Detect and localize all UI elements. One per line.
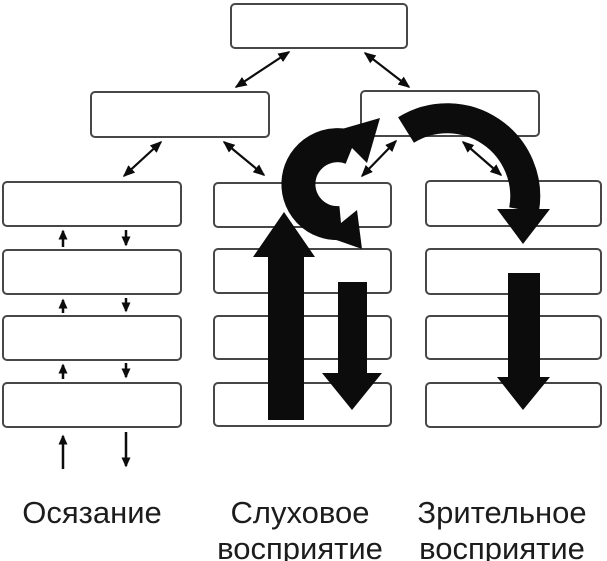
- label-visual-line2: восприятие: [419, 531, 585, 561]
- label-touch: Осязание: [0, 495, 184, 531]
- curved-bidirectional-arrow-auditory-midright: [281, 118, 380, 249]
- box-touch-row4: [2, 382, 182, 428]
- big-up-arrow-auditory: [253, 212, 315, 420]
- label-auditory-line1: Слуховое: [230, 495, 370, 530]
- curved-down-arrow-midright-visual: [398, 103, 550, 244]
- connector-midright-visual: [461, 141, 503, 176]
- big-down-arrow-visual: [497, 273, 550, 410]
- label-visual-line1: Зрительное: [417, 495, 587, 530]
- label-auditory-line2: восприятие: [217, 531, 383, 561]
- connector-top-midright: [363, 52, 411, 88]
- box-top: [230, 3, 408, 49]
- box-touch-row2: [2, 249, 182, 295]
- box-touch-row1: [2, 181, 182, 227]
- label-visual: Зрительное восприятие: [412, 495, 592, 561]
- connector-midleft-auditory: [222, 141, 266, 176]
- big-down-arrow-auditory: [322, 282, 382, 410]
- box-touch-row3: [2, 315, 182, 361]
- label-touch-line1: Осязание: [22, 495, 162, 530]
- curved-arrowhead-down: [497, 209, 550, 244]
- curved-arrowhead-down-right: [325, 210, 362, 249]
- connector-midleft-touch: [122, 140, 163, 178]
- box-mid-left: [90, 91, 270, 138]
- connector-midright-auditory: [360, 139, 398, 178]
- label-auditory: Слуховое восприятие: [210, 495, 390, 561]
- connector-top-midleft: [234, 51, 291, 88]
